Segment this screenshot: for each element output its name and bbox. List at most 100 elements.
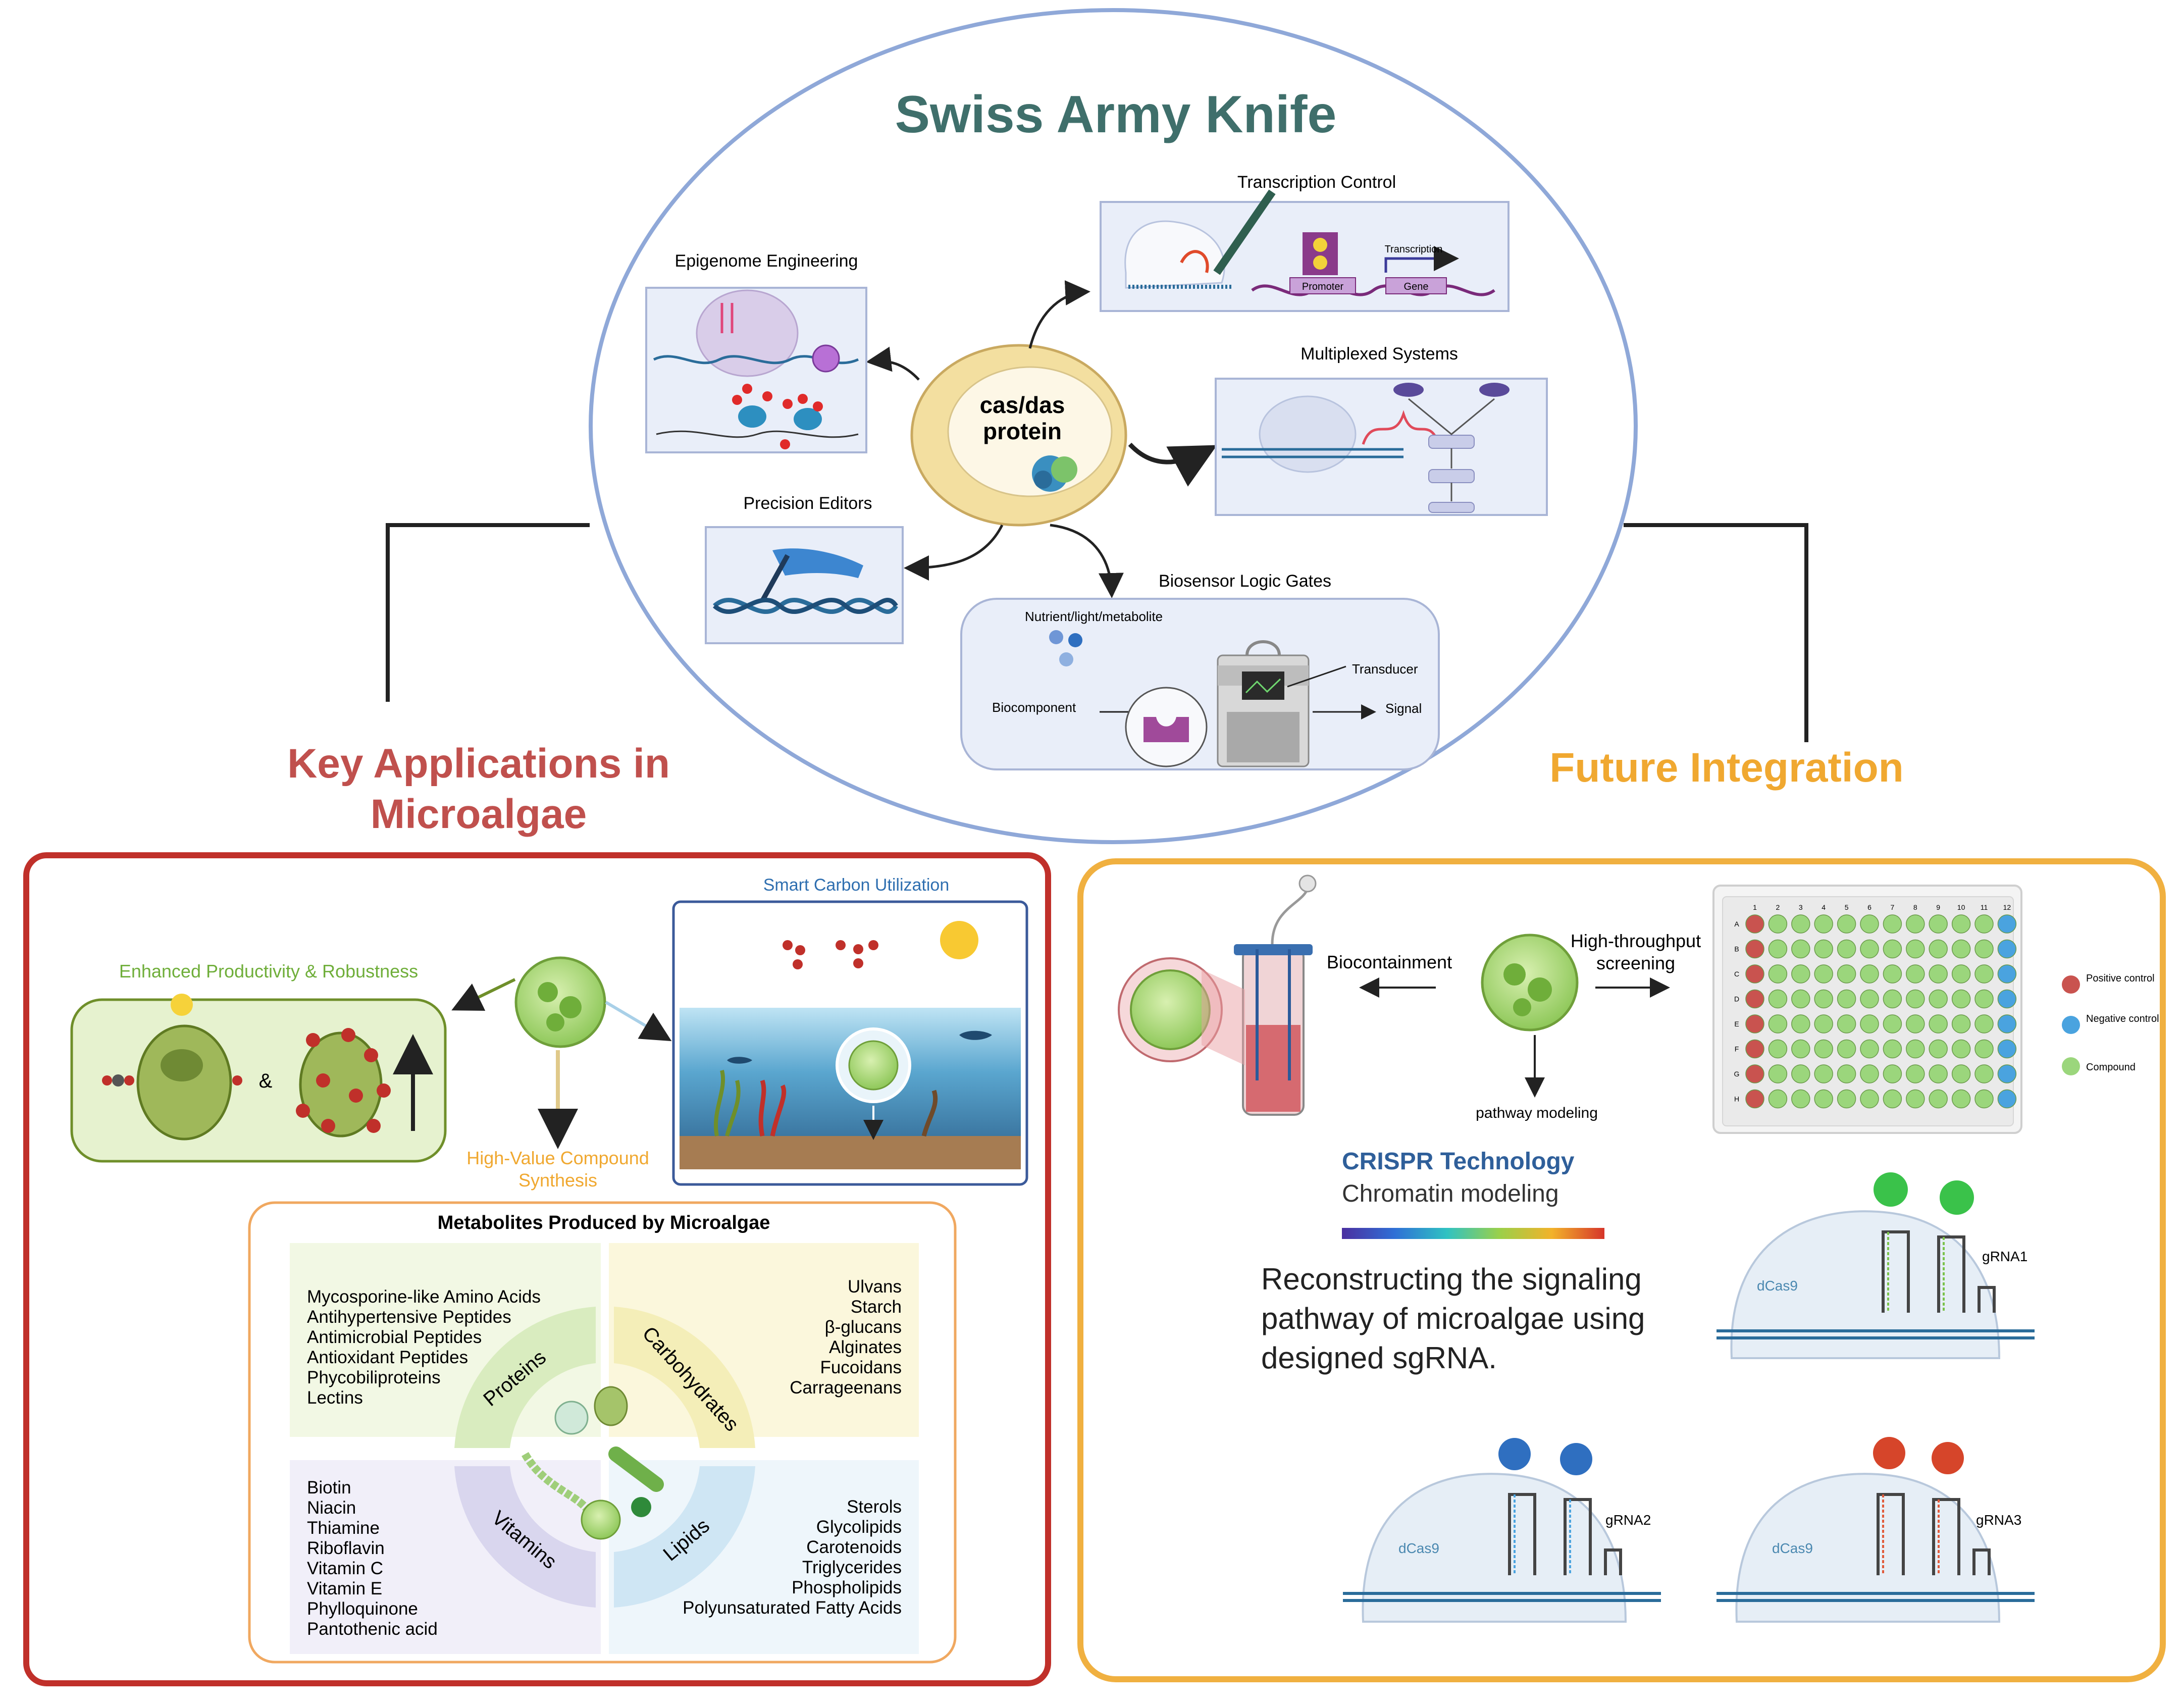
smart-carbon-fish-icon (727, 1057, 752, 1064)
carbohydrates-item: Ulvans (848, 1277, 902, 1297)
arrow-to-smart-carbon (605, 1001, 672, 1042)
tc-gene-box (1385, 277, 1447, 294)
plate-row-label: F (1735, 1045, 1739, 1053)
carbohydrates-ring (614, 1307, 755, 1448)
lipids-item: Phospholipids (792, 1578, 902, 1597)
plate-well (1906, 1064, 1925, 1083)
plate-well (1997, 1064, 2017, 1083)
carbohydrates-list: UlvansStarchβ-glucansAlginatesFucoidansC… (790, 1277, 902, 1398)
plate-well (1814, 1064, 1833, 1083)
pathway-modeling-label: pathway modeling (1476, 1105, 1598, 1121)
tc-transcription-label: Transcription (1385, 244, 1443, 255)
biosensor-signal-label: Signal (1385, 701, 1422, 716)
legend-negative-label: Negative control (2086, 1013, 2159, 1024)
plate-well (1745, 989, 1764, 1009)
grna3-label: gRNA3 (1976, 1512, 2021, 1528)
plate-well (1814, 1014, 1833, 1034)
plate-row-label: B (1734, 945, 1739, 953)
precision-editors-label: Precision Editors (743, 494, 872, 513)
plate-well (1745, 1039, 1764, 1059)
plate-well (1929, 939, 1948, 959)
dcas9-label-1: dCas9 (1757, 1278, 1798, 1294)
plate-well (1883, 1064, 1902, 1083)
epigenome-label: Epigenome Engineering (675, 251, 858, 271)
plate-well (1883, 964, 1902, 984)
epi-effector (812, 344, 840, 373)
plate-well (1883, 914, 1902, 934)
vitamins-item: Niacin (307, 1498, 356, 1518)
dcas9-label-3: dCas9 (1772, 1540, 1813, 1556)
bioreactor-zoom-cell (1130, 969, 1211, 1050)
plate-col-label: 12 (2003, 903, 2011, 911)
proteins-list: Mycosporine-like Amino AcidsAntihyperten… (307, 1287, 541, 1408)
plate-col-label: 10 (1957, 903, 1965, 911)
plate-well (1929, 1014, 1948, 1034)
legend-positive-swatch (2062, 975, 2080, 994)
smart-carbon-fish-icon-2 (959, 1030, 992, 1040)
proteins-ring (454, 1307, 596, 1448)
plate-well (1745, 1014, 1764, 1034)
legend-negative-swatch (2062, 1016, 2080, 1034)
plate-well (1929, 1089, 1948, 1109)
center-cell-organelles (538, 982, 582, 1031)
plate-well (1906, 1014, 1925, 1034)
plate-well (1791, 1014, 1810, 1034)
ep-stress-stars (296, 1028, 391, 1133)
plate-col-label: 6 (1867, 903, 1871, 911)
plate-well (1951, 914, 1971, 934)
lipids-item: Carotenoids (806, 1537, 902, 1557)
plate-well (1883, 1039, 1902, 1059)
plate-well (1745, 1064, 1764, 1083)
plate-well (1768, 1064, 1788, 1083)
grna2-label: gRNA2 (1605, 1512, 1651, 1528)
biosensor-biocomponent-label: Biocomponent (992, 700, 1076, 715)
arrow-to-biosensor (1050, 524, 1124, 598)
precision-dna-strand2 (713, 597, 898, 614)
plate-well (1860, 964, 1879, 984)
plate-well (1837, 939, 1856, 959)
plate-well (1974, 1089, 1994, 1109)
plate-well (1929, 964, 1948, 984)
core-label-line2: protein (983, 418, 1062, 444)
arrow-to-precision (904, 524, 1004, 581)
plate-well (1768, 914, 1788, 934)
epi-nucleosomes (656, 384, 859, 449)
plate-well (1974, 1064, 1994, 1083)
enhanced-productivity-label: Enhanced Productivity & Robustness (119, 961, 418, 981)
plate-well (1974, 914, 1994, 934)
plate-well (1791, 1039, 1810, 1059)
biosensor-transducer-line (1287, 665, 1346, 688)
plate-row-label: G (1734, 1070, 1740, 1078)
plate-well (1791, 939, 1810, 959)
multi-dna (1222, 448, 1403, 458)
plate-well (1997, 964, 2017, 984)
plate-well (1768, 1089, 1788, 1109)
plate-well (1883, 939, 1902, 959)
multi-grna-array (1362, 410, 1440, 445)
dcas9-complex-2 (1343, 1438, 1661, 1623)
lipids-item: Polyunsaturated Fatty Acids (683, 1598, 902, 1618)
vitamins-item: Thiamine (307, 1518, 380, 1538)
smart-carbon-cell (848, 1040, 899, 1091)
proteins-item: Antimicrobial Peptides (307, 1327, 482, 1347)
plate-well (1951, 964, 1971, 984)
plate-well (1883, 1014, 1902, 1034)
plate-well (1951, 1089, 1971, 1109)
chromatin-modeling-label: Chromatin modeling (1342, 1180, 1559, 1207)
ep-cell-nucleus (161, 1049, 203, 1081)
plate-well (1745, 914, 1764, 934)
plate-well (1837, 964, 1856, 984)
carbohydrates-item: Alginates (829, 1337, 902, 1357)
carbohydrates-item: Carrageenans (790, 1378, 902, 1398)
swiss-army-title: Swiss Army Knife (895, 85, 1337, 144)
plate-well (1837, 1014, 1856, 1034)
plate-well (1906, 914, 1925, 934)
plate-well (1997, 1039, 2017, 1059)
plate-well (1791, 1089, 1810, 1109)
left-bracket-connector (386, 523, 590, 702)
plate-well (1929, 1064, 1948, 1083)
biosensor-label: Biosensor Logic Gates (1159, 572, 1331, 591)
